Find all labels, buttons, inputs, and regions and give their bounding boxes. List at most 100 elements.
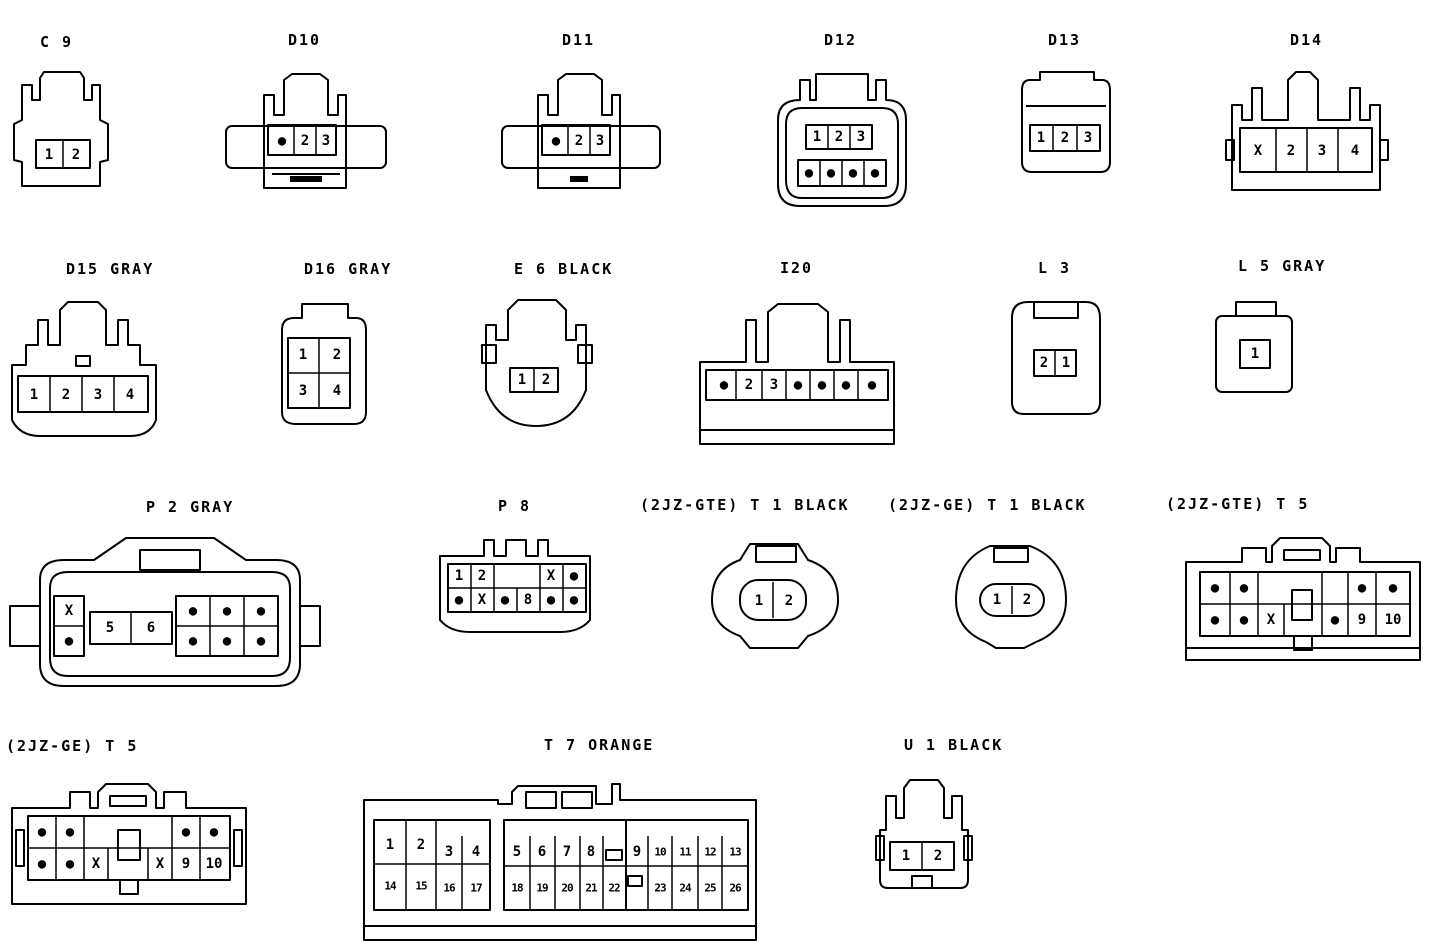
pin: ● bbox=[871, 165, 880, 181]
pin: ● bbox=[189, 633, 198, 649]
connector-label: (2JZ-GE) T 5 bbox=[6, 737, 138, 755]
pin: ● bbox=[1211, 612, 1220, 628]
pin: X bbox=[478, 592, 487, 608]
pin: 8 bbox=[587, 844, 595, 860]
pin: 1 bbox=[299, 347, 307, 363]
pin: ● bbox=[1358, 580, 1367, 596]
pin: 3 bbox=[299, 383, 307, 399]
connector-l3: L 3 2 1 bbox=[1011, 259, 1101, 415]
connector-label: I20 bbox=[780, 259, 813, 277]
pin: 2 bbox=[1023, 592, 1031, 608]
pin: ● bbox=[38, 824, 47, 840]
connector-label: P 2 GRAY bbox=[146, 498, 234, 516]
pin: ● bbox=[1240, 580, 1249, 596]
connector-label: T 7 ORANGE bbox=[544, 736, 654, 754]
connector-p8: P 8 1 2 X ● ● X ● 8 ● ● bbox=[439, 497, 591, 633]
pin: X bbox=[547, 568, 556, 584]
pin: 23 bbox=[654, 882, 666, 895]
connector-label: (2JZ-GE) T 1 BLACK bbox=[888, 496, 1087, 514]
pin: ● bbox=[868, 377, 877, 393]
pin: 12 bbox=[704, 846, 716, 859]
pin: 2 bbox=[745, 377, 753, 393]
pin: 26 bbox=[729, 882, 742, 895]
pin: ● bbox=[257, 603, 266, 619]
pin: 16 bbox=[443, 882, 456, 895]
pin: ● bbox=[1389, 580, 1398, 596]
pin: 1 bbox=[813, 129, 821, 145]
pin: 4 bbox=[472, 844, 480, 860]
pin: 3 bbox=[94, 387, 102, 403]
connector-label: D16 GRAY bbox=[304, 260, 392, 278]
pin: ● bbox=[66, 824, 75, 840]
connector-e6: E 6 BLACK 1 2 bbox=[481, 260, 613, 427]
pin: 9 bbox=[1358, 612, 1366, 628]
connector-d10: D10 ● 2 3 bbox=[225, 31, 387, 189]
pin: 9 bbox=[633, 844, 641, 860]
pin: 2 bbox=[575, 133, 583, 149]
connector-label: C 9 bbox=[40, 33, 73, 51]
pin: 3 bbox=[1084, 130, 1092, 146]
pin: 25 bbox=[704, 882, 716, 895]
connector-label: D12 bbox=[824, 31, 857, 49]
pin: X bbox=[1267, 612, 1276, 628]
connector-d15: D15 GRAY 1 2 3 4 bbox=[11, 260, 157, 437]
pin: 3 bbox=[445, 844, 453, 860]
pin: 2 bbox=[301, 133, 309, 149]
pin: 3 bbox=[857, 129, 865, 145]
pin: 2 bbox=[72, 147, 80, 163]
pin: ● bbox=[842, 377, 851, 393]
pin: 22 bbox=[608, 882, 620, 895]
pin: 3 bbox=[322, 133, 330, 149]
connector-label: (2JZ-GTE) T 1 BLACK bbox=[640, 496, 850, 514]
pin: X bbox=[156, 856, 165, 872]
pin: 2 bbox=[1061, 130, 1069, 146]
connector-label: D13 bbox=[1048, 31, 1081, 49]
pin: 8 bbox=[524, 592, 532, 608]
pin: ● bbox=[1240, 612, 1249, 628]
pin: ● bbox=[570, 592, 579, 608]
pin: ● bbox=[547, 592, 556, 608]
pin: 2 bbox=[333, 347, 341, 363]
connector-label: E 6 BLACK bbox=[514, 260, 613, 278]
pin: 2 bbox=[785, 593, 793, 609]
pin: X bbox=[1254, 143, 1263, 159]
pin: 17 bbox=[470, 882, 482, 895]
pin: 11 bbox=[679, 846, 692, 859]
connector-d13: D13 1 2 3 bbox=[1021, 31, 1111, 173]
pin: 10 bbox=[654, 846, 666, 859]
pin: ● bbox=[66, 856, 75, 872]
pin: 2 bbox=[1287, 143, 1295, 159]
connector-label: U 1 BLACK bbox=[904, 736, 1003, 754]
pin: ● bbox=[65, 633, 74, 649]
pin: 18 bbox=[511, 882, 523, 895]
pin: 2 bbox=[1040, 355, 1048, 371]
connector-t7: T 7 ORANGE 1 2 3 4 5 6 7 8 9 1 bbox=[363, 736, 757, 941]
pin: 10 bbox=[206, 856, 223, 872]
pin: 4 bbox=[126, 387, 134, 403]
pin: ● bbox=[182, 824, 191, 840]
pin: ● bbox=[223, 633, 232, 649]
pin: ● bbox=[849, 165, 858, 181]
pin: ● bbox=[501, 592, 510, 608]
pin: 1 bbox=[30, 387, 38, 403]
pin: ● bbox=[818, 377, 827, 393]
connector-t1-gte: (2JZ-GTE) T 1 BLACK 1 2 bbox=[640, 496, 850, 649]
connector-u1: U 1 BLACK 1 2 bbox=[875, 736, 1003, 889]
pin: 1 bbox=[993, 592, 1001, 608]
pin: 1 bbox=[518, 372, 526, 388]
pin: 1 bbox=[902, 848, 910, 864]
pin: 21 bbox=[585, 882, 598, 895]
pin: ● bbox=[455, 592, 464, 608]
pin: 2 bbox=[934, 848, 942, 864]
pin: ● bbox=[38, 856, 47, 872]
connector-label: P 8 bbox=[498, 497, 531, 515]
pin: 14 bbox=[384, 880, 397, 893]
pin: ● bbox=[1331, 612, 1340, 628]
pin: 19 bbox=[536, 882, 548, 895]
pin: 1 bbox=[386, 837, 394, 853]
pin: X bbox=[92, 856, 101, 872]
pin: ● bbox=[1211, 580, 1220, 596]
pin: 1 bbox=[755, 593, 763, 609]
connector-d16: D16 GRAY 1 2 3 4 bbox=[281, 260, 392, 425]
connector-c9: C 9 1 2 bbox=[13, 33, 109, 187]
